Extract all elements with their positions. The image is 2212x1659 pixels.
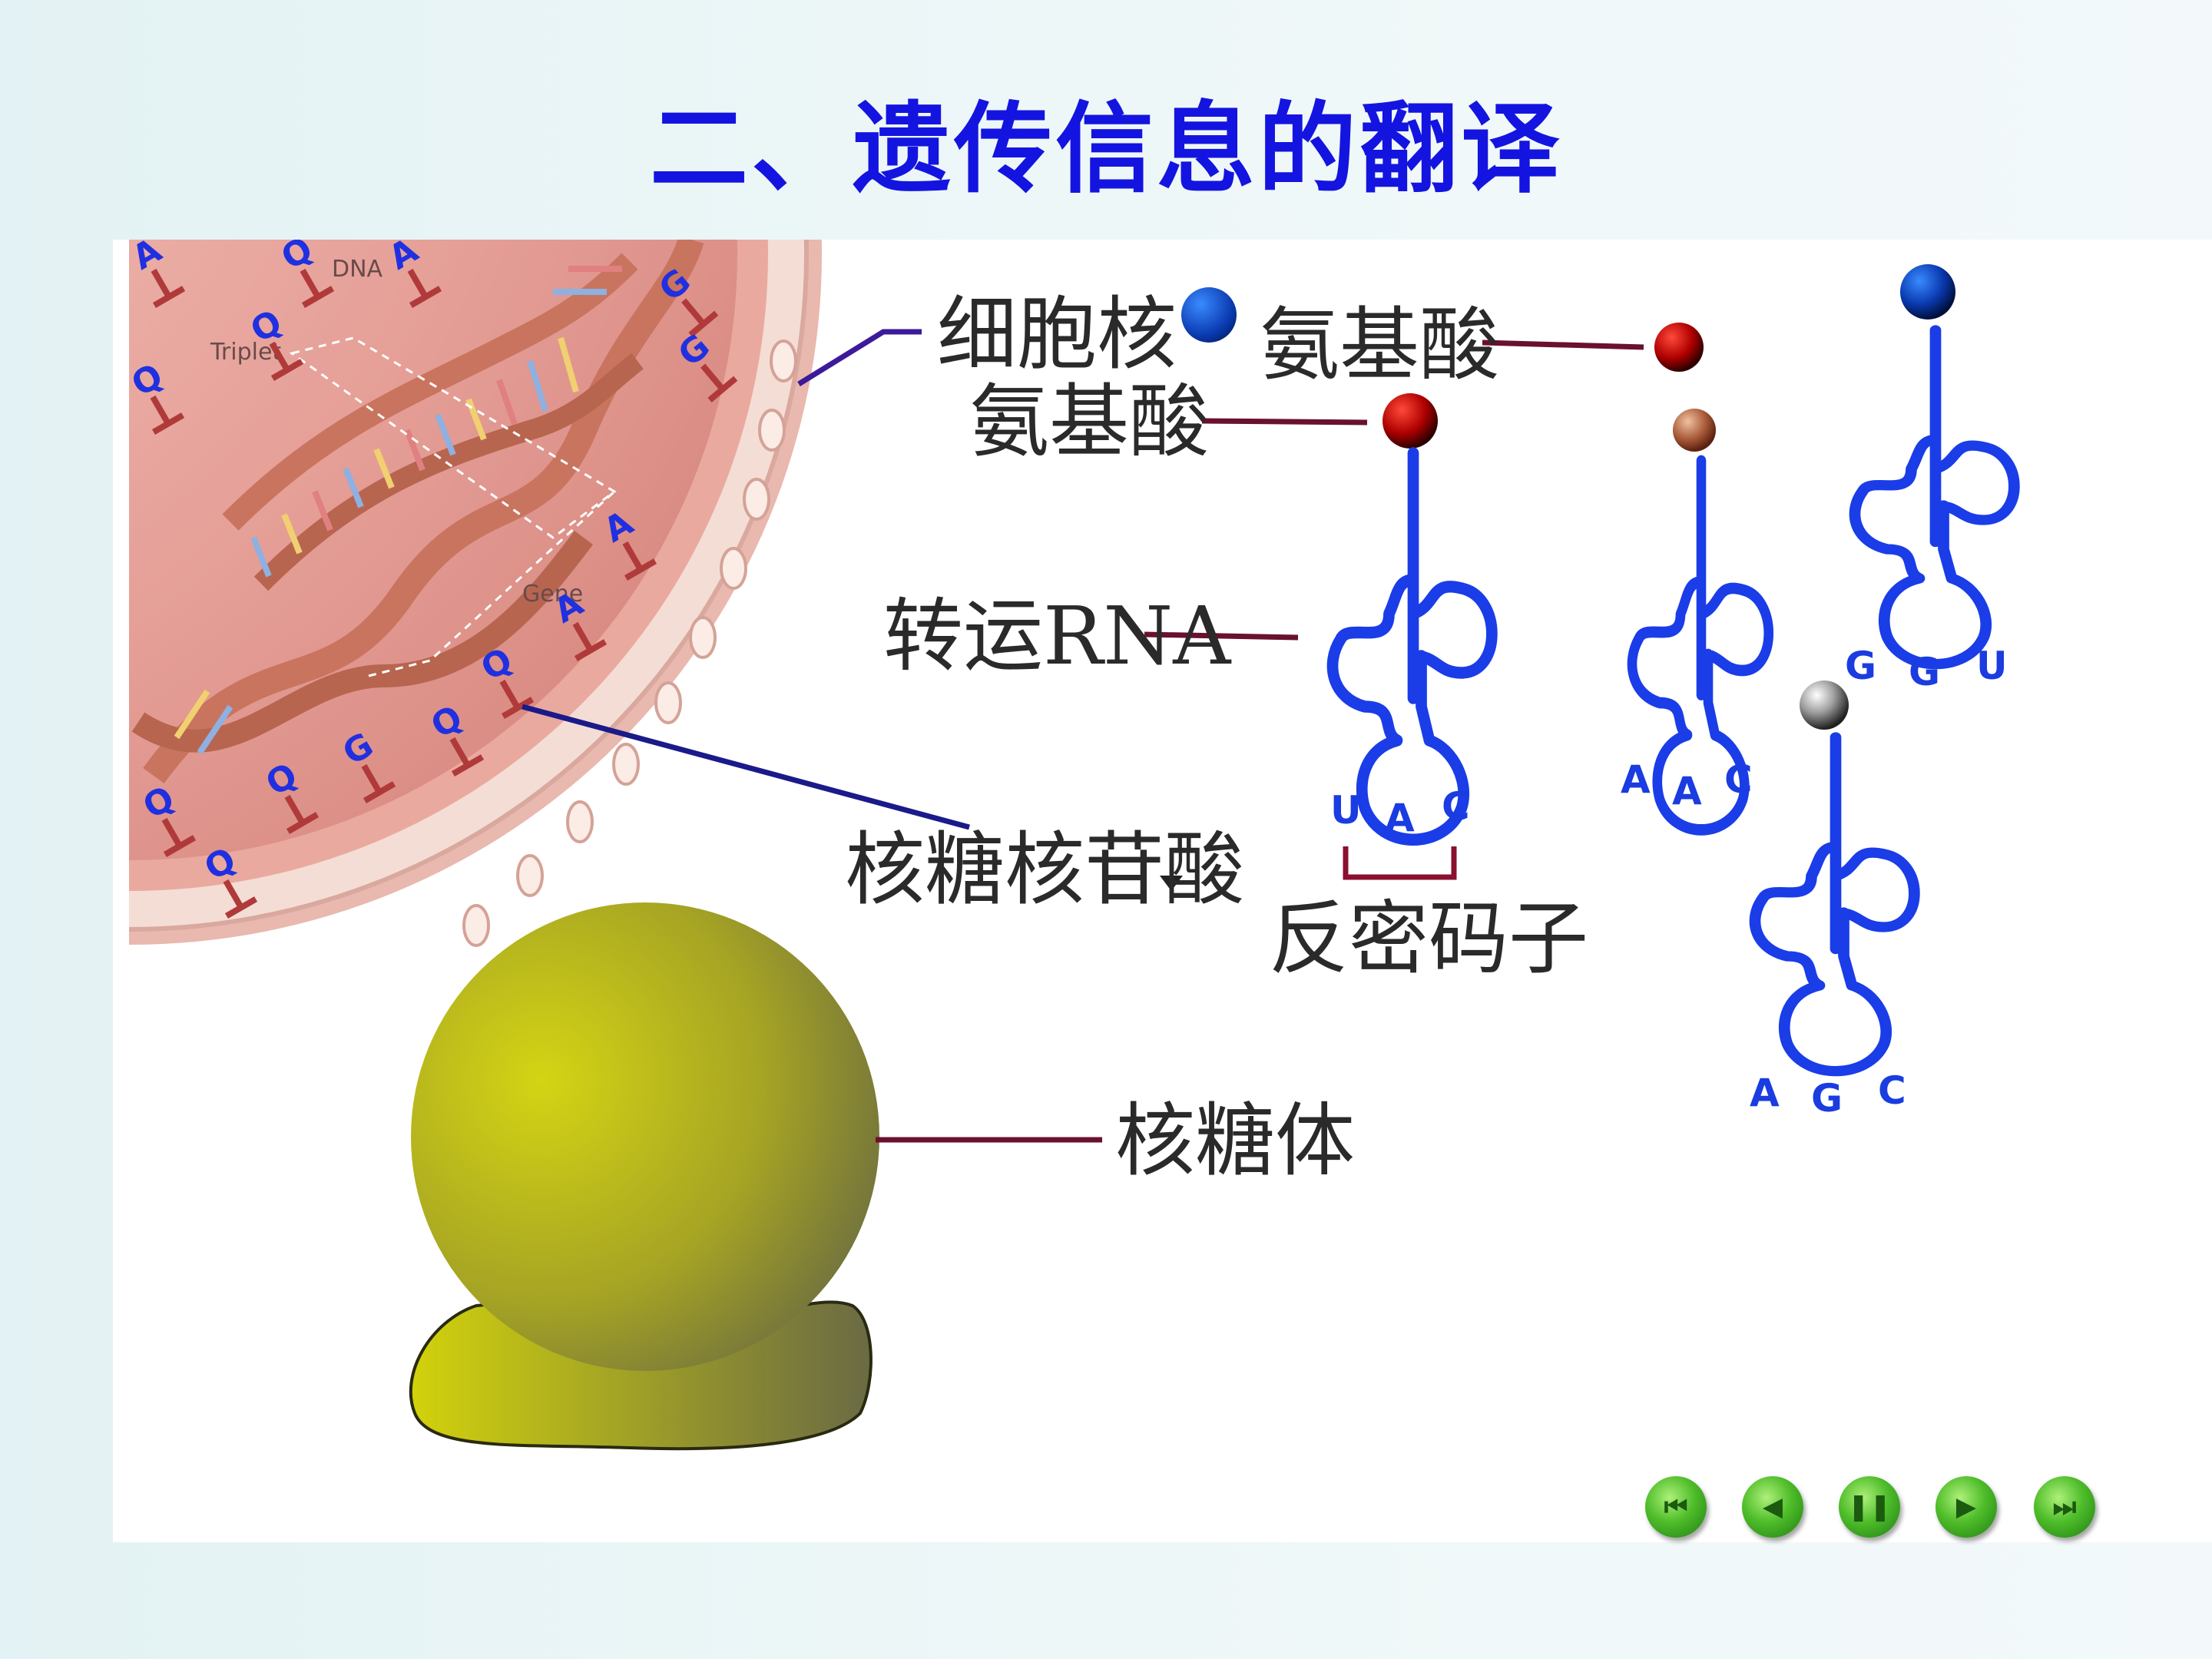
dna-label: DNA <box>332 256 383 283</box>
nucleus-illustration: DNA Triplet Gene A Q A Q Q G G A A Q Q G… <box>129 240 843 1008</box>
label-amino-acid-1: 氨基酸 <box>1260 298 1500 392</box>
base: A <box>1621 757 1651 802</box>
label-ribosome: 核糖体 <box>1115 1094 1356 1187</box>
label-nucleus: 细胞核 <box>937 287 1177 381</box>
base: G <box>1811 1076 1843 1121</box>
base: U <box>1976 644 2008 688</box>
leader-lines <box>522 329 1644 1143</box>
pause-button[interactable]: ❚❚ <box>1839 1476 1900 1538</box>
first-slide-button[interactable]: ⏮ <box>1645 1476 1707 1538</box>
last-slide-button[interactable]: ⏭ <box>2034 1476 2095 1538</box>
previous-slide-button[interactable]: ◀ <box>1742 1476 1803 1538</box>
base: U <box>1330 788 1362 833</box>
base: C <box>1878 1068 1906 1113</box>
trna-1 <box>1333 393 1492 839</box>
base: G <box>1909 650 1941 694</box>
label-anticodon: 反密码子 <box>1269 892 1589 985</box>
base: A <box>1750 1071 1780 1115</box>
base: C <box>1724 757 1753 802</box>
amino-acid-ball-2 <box>1654 323 1704 372</box>
base: C <box>1442 784 1470 829</box>
trna-2 <box>1632 323 1769 830</box>
label-trna: 转运RNA <box>883 589 1231 683</box>
base: A <box>1385 796 1415 840</box>
ribosome-illustration <box>409 902 879 1451</box>
label-amino-acid-2: 氨基酸 <box>969 375 1210 469</box>
cursor-arrow-icon <box>1160 876 1183 891</box>
amino-acid-ball-1 <box>1382 393 1438 449</box>
blue-amino-acid-ball <box>1181 287 1237 343</box>
base: G <box>1845 644 1877 688</box>
amino-acid-ball-2b <box>1673 409 1716 452</box>
triplet-label: Triplet <box>210 339 281 366</box>
page-title: 二、遗传信息的翻译 <box>649 92 1562 207</box>
trna-3 <box>1855 264 2014 664</box>
next-slide-button[interactable]: ▶ <box>1936 1476 1997 1538</box>
trna-4 <box>1755 680 1914 1071</box>
base: A <box>1672 769 1702 813</box>
amino-acid-ball-3 <box>1900 264 1955 320</box>
amino-acid-ball-4 <box>1800 680 1849 730</box>
label-ribonucleotide: 核糖核苷酸 <box>845 823 1245 916</box>
gene-label: Gene <box>522 581 583 608</box>
